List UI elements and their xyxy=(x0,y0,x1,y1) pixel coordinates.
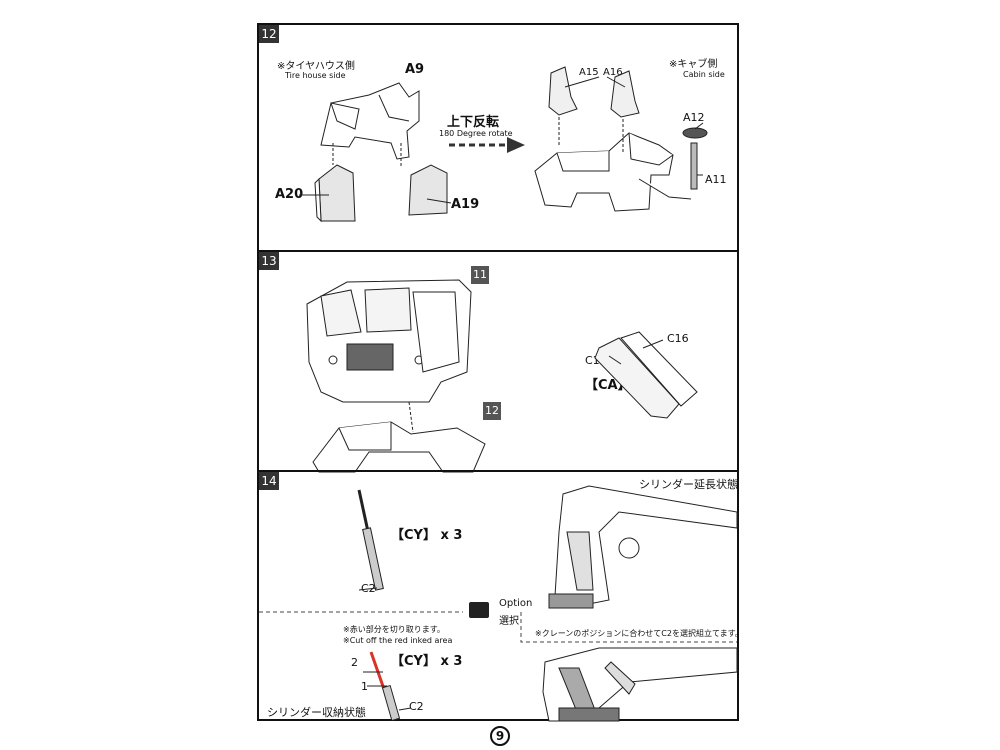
step-13-badge: 13 xyxy=(259,252,279,270)
cy-qty-bottom: 【CY】 x 3 xyxy=(391,654,463,669)
ref-step-12-tag: 12 xyxy=(483,402,501,420)
part-c16: C16 xyxy=(667,332,689,345)
part-a12: A12 xyxy=(683,111,705,124)
cabin-en: Cabin side xyxy=(683,70,725,79)
step-13-section: 13 11 12 C16 C17 【CA】 xyxy=(259,250,737,473)
option-select-icon xyxy=(469,602,489,618)
step-12-drawing xyxy=(299,66,708,223)
rotate-en: 180 Degree rotate xyxy=(439,129,513,138)
option-jp: 選択 xyxy=(499,616,519,627)
extended-state-label: シリンダー延長状態 xyxy=(639,478,738,491)
step-12-section: 12 ※タイヤハウス側 Tire house side ※キャブ側 Cabin … xyxy=(259,25,737,250)
cy-qty-top: 【CY】 x 3 xyxy=(391,528,463,543)
marker-1: 1 xyxy=(361,680,368,693)
step-14-drawing xyxy=(259,485,738,722)
crane-note: ※クレーンのポジションに合わせてC2を選択組立てます。 xyxy=(535,629,743,638)
part-a20: A20 xyxy=(275,187,304,202)
cut-note-en: ※Cut off the red inked area xyxy=(343,636,453,645)
step-14-section: 14 シリンダー延長状態 【CY】 x 3 C2 Option 選択 ※赤い部分… xyxy=(259,470,743,722)
tire-house-en: Tire house side xyxy=(285,71,346,80)
cabin-jp: ※キャブ側 xyxy=(669,59,718,70)
part-a11: A11 xyxy=(705,173,727,186)
part-a16: A16 xyxy=(603,67,623,78)
page-number: 9 xyxy=(490,726,510,746)
retracted-state-label: シリンダー収納状態 xyxy=(267,706,366,719)
marker-2: 2 xyxy=(351,656,358,669)
tire-house-jp: ※タイヤハウス側 xyxy=(277,61,355,72)
rotate-jp: 上下反転 xyxy=(447,115,500,130)
ref-step-11-tag: 11 xyxy=(471,266,489,284)
option-en: Option xyxy=(499,598,533,609)
part-a9: A9 xyxy=(405,62,425,77)
cut-note-jp: ※赤い部分を切り取ります。 xyxy=(343,625,445,634)
part-a19: A19 xyxy=(451,197,480,212)
instruction-frame: 12 ※タイヤハウス側 Tire house side ※キャブ側 Cabin … xyxy=(257,23,743,722)
step-13-drawing xyxy=(306,279,698,473)
step-14-badge: 14 xyxy=(259,472,279,490)
step-12-badge: 12 xyxy=(259,25,279,43)
part-c2-bottom: C2 xyxy=(409,700,424,713)
part-a15: A15 xyxy=(579,67,599,78)
